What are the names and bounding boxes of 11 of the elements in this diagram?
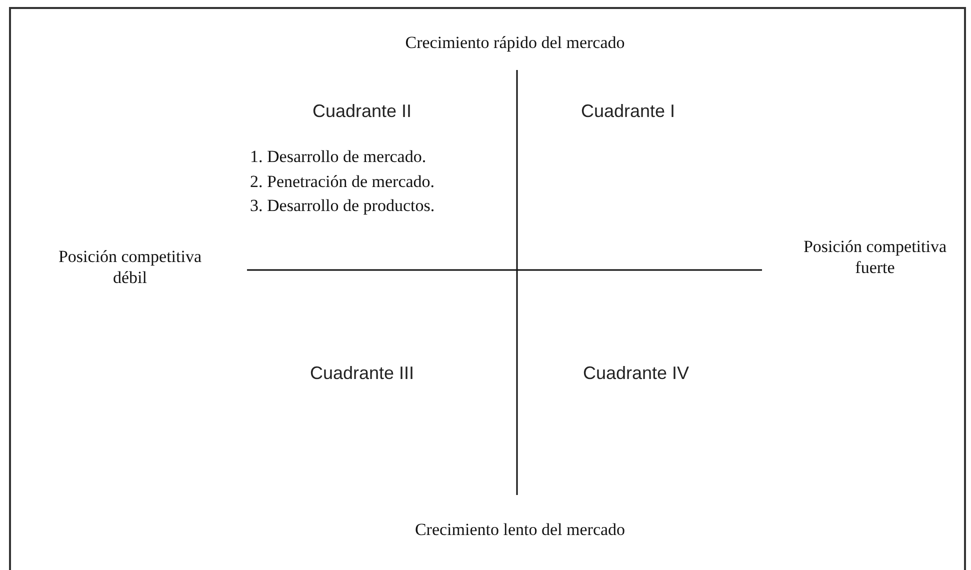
quadrant-label: Cuadrante IV <box>582 362 690 384</box>
list-item: 2. Penetración de mercado. <box>250 171 436 192</box>
quadrant-label: Cuadrante I <box>580 100 676 122</box>
axis-label: Posición competitiva débil <box>57 246 203 288</box>
list-item: 3. Desarrollo de productos. <box>250 195 436 216</box>
axis-label: Crecimiento rápido del mercado <box>404 32 626 54</box>
list-item: 1. Desarrollo de mercado. <box>250 146 428 168</box>
axis-label: Crecimiento lento del mercado <box>414 519 626 540</box>
quadrant-label: Cuadrante II <box>311 100 413 122</box>
quadrant-label: Cuadrante III <box>308 362 416 384</box>
axis-label: Posición competitiva fuerte <box>802 236 948 278</box>
